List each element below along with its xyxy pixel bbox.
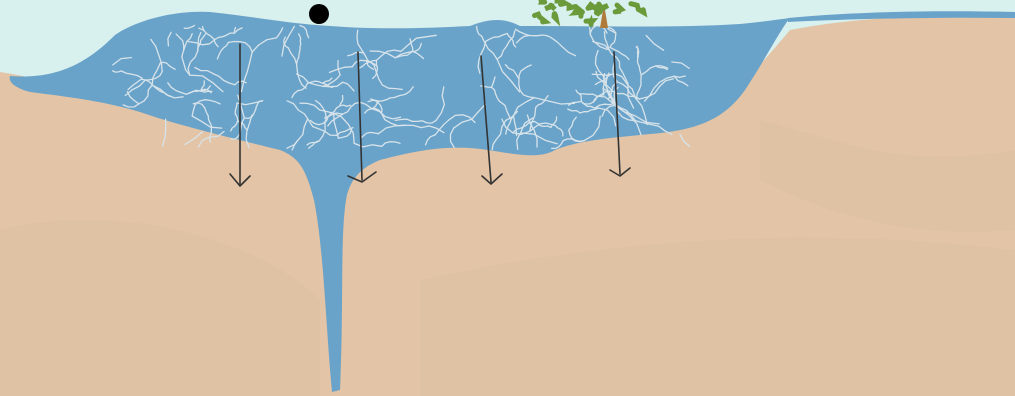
black-dot-marker — [309, 4, 329, 24]
